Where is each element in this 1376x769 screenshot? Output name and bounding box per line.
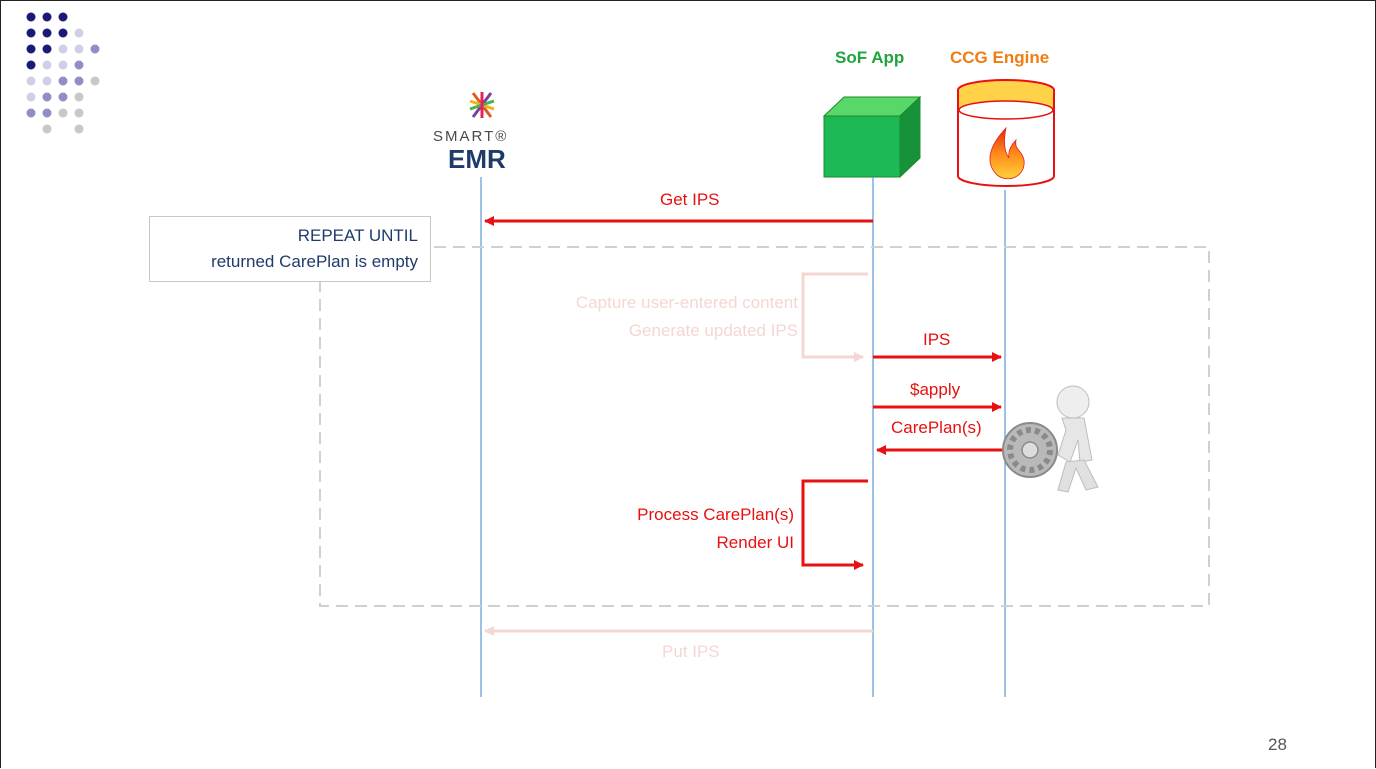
put-ips-label: Put IPS <box>662 642 720 661</box>
dot-grid-logo <box>26 12 100 134</box>
loop-condition-box: REPEAT UNTIL returned CarePlan is empty <box>149 216 431 282</box>
render-label: Render UI <box>716 533 794 552</box>
emr-participant-label: EMR <box>448 144 506 174</box>
process-label: Process CarePlan(s) <box>637 505 794 524</box>
gear-worker-icon <box>1002 385 1099 493</box>
get-ips-label: Get IPS <box>660 190 720 209</box>
process-self-call-arrow <box>801 479 868 570</box>
page-number: 28 <box>1268 735 1287 754</box>
loop-condition-line1: REPEAT UNTIL <box>297 226 418 245</box>
sof-app-cube-icon <box>822 95 922 179</box>
careplans-label: CarePlan(s) <box>891 418 982 437</box>
capture-label: Capture user-entered content <box>575 293 798 312</box>
loop-condition-line2: returned CarePlan is empty <box>211 252 418 271</box>
smart-brand-text: SMART® <box>433 128 509 145</box>
loop-frame <box>319 246 1210 607</box>
ips-label: IPS <box>923 330 951 349</box>
capture-self-call-arrow <box>801 272 868 362</box>
apply-label: $apply <box>910 380 961 399</box>
ccg-engine-cylinder-icon <box>957 79 1055 187</box>
smart-logo-icon <box>469 92 495 118</box>
generate-label: Generate updated IPS <box>628 321 798 340</box>
ccg-engine-participant-label: CCG Engine <box>950 48 1050 67</box>
sof-app-participant-label: SoF App <box>835 48 905 67</box>
